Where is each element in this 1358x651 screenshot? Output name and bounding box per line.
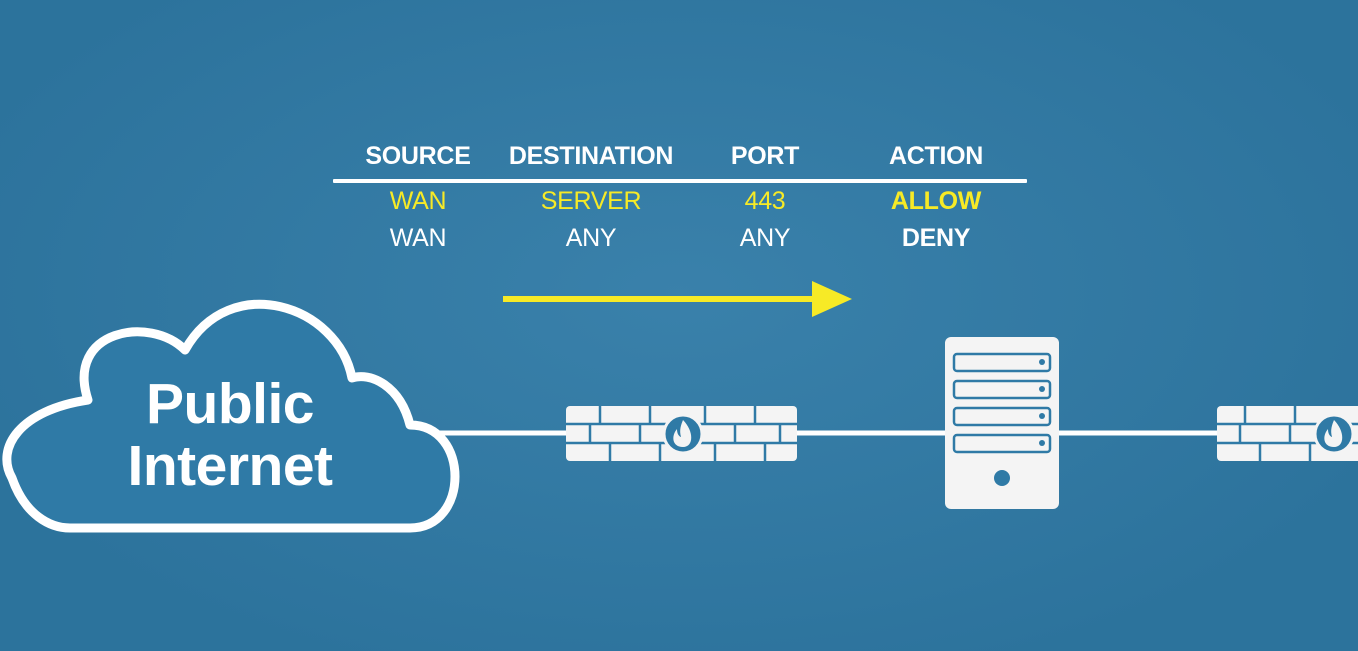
header-destination: DESTINATION — [508, 142, 674, 170]
firewall-icon — [1217, 406, 1358, 461]
rule-2-action: DENY — [901, 224, 971, 252]
table-divider — [333, 179, 1027, 183]
rule-1-source: WAN — [389, 187, 447, 215]
arrow-right-icon — [503, 281, 852, 317]
header-action: ACTION — [888, 142, 984, 170]
header-source: SOURCE — [365, 142, 471, 170]
rule-2-source: WAN — [389, 224, 447, 252]
flame-icon — [1313, 413, 1355, 455]
rule-2-port: ANY — [739, 224, 791, 252]
cloud-label-line2: Internet — [127, 434, 333, 498]
cloud-icon — [2, 299, 460, 533]
flame-icon — [662, 413, 704, 455]
cloud-label-line1: Public — [145, 372, 315, 436]
firewall-icon — [566, 406, 797, 461]
rule-1-destination: SERVER — [540, 187, 642, 215]
rule-1-action: ALLOW — [890, 187, 982, 215]
server-icon — [945, 337, 1059, 509]
firewall-rules-table: SOURCE DESTINATION PORT ACTION WAN SERVE… — [0, 0, 1358, 260]
rule-1-port: 443 — [744, 187, 786, 215]
rule-2-destination: ANY — [565, 224, 617, 252]
header-port: PORT — [730, 142, 800, 170]
